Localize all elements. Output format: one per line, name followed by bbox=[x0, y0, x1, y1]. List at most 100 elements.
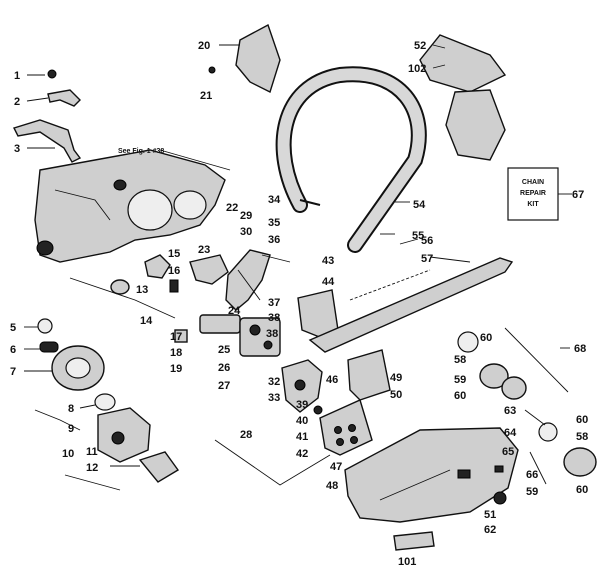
leader-28 bbox=[214, 439, 331, 486]
ref-25: 25 bbox=[218, 344, 230, 356]
ref-40: 40 bbox=[296, 415, 308, 427]
ref-6: 6 bbox=[10, 344, 16, 356]
ref-62: 62 bbox=[484, 524, 496, 536]
ref-30: 30 bbox=[240, 226, 252, 238]
ref-43: 43 bbox=[322, 255, 334, 267]
ref-38b: 38 bbox=[268, 312, 280, 324]
ref-1: 1 bbox=[14, 70, 20, 82]
ref-17: 17 bbox=[170, 331, 182, 343]
sprocket-cover-48 bbox=[344, 427, 519, 523]
ref-18: 18 bbox=[170, 347, 182, 359]
ref-12: 12 bbox=[86, 462, 98, 474]
ref-55: 55 bbox=[412, 230, 424, 242]
ref-38a: 38 bbox=[266, 328, 278, 340]
part-14-rod bbox=[69, 277, 176, 319]
ref-66: 66 bbox=[526, 469, 538, 481]
chain-56 bbox=[349, 269, 431, 301]
ref-10: 10 bbox=[62, 448, 74, 460]
carb-body bbox=[174, 314, 281, 357]
ref-42: 42 bbox=[296, 448, 308, 460]
ref-102: 102 bbox=[408, 63, 426, 75]
ref-58b: 58 bbox=[576, 431, 588, 443]
ref-60c: 60 bbox=[576, 414, 588, 426]
reference-numbers: 1 2 3 See Fig. 1 #38 20 21 52 102 34 22 … bbox=[10, 40, 588, 568]
ref-16: 16 bbox=[168, 265, 180, 277]
ref-51: 51 bbox=[484, 509, 496, 521]
ref-36: 36 bbox=[268, 234, 280, 246]
kit-line1: CHAIN bbox=[522, 179, 544, 186]
ref-52: 52 bbox=[414, 40, 426, 52]
ref-46: 46 bbox=[326, 374, 338, 386]
ref-59b: 59 bbox=[526, 486, 538, 498]
carb-linkage bbox=[225, 249, 291, 311]
screw-21 bbox=[208, 66, 216, 74]
engine-housing bbox=[34, 149, 231, 263]
part-101 bbox=[393, 531, 435, 551]
kit-line3: KIT bbox=[527, 201, 539, 208]
ref-8: 8 bbox=[68, 403, 74, 415]
ref-60d: 60 bbox=[576, 484, 588, 496]
ref-11: 11 bbox=[86, 446, 98, 458]
ref-67: 67 bbox=[572, 189, 584, 201]
ref-19: 19 bbox=[170, 363, 182, 375]
ref-65: 65 bbox=[502, 446, 514, 458]
ref-35: 35 bbox=[268, 217, 280, 229]
parts-15-16 bbox=[144, 254, 179, 293]
ref-9: 9 bbox=[68, 423, 74, 435]
ref-48: 48 bbox=[326, 480, 338, 492]
kit-line2: REPAIR bbox=[520, 190, 546, 197]
handle-bar-54 bbox=[275, 66, 427, 253]
ref-27: 27 bbox=[218, 380, 230, 392]
sprocket-parts bbox=[457, 327, 597, 505]
part-23 bbox=[189, 254, 229, 285]
ref-34: 34 bbox=[268, 194, 281, 206]
ref-59a: 59 bbox=[454, 374, 466, 386]
guide-bar-57 bbox=[308, 257, 514, 353]
ref-5: 5 bbox=[10, 322, 16, 334]
clutch-assembly bbox=[34, 318, 180, 491]
ref-22: 22 bbox=[226, 202, 238, 214]
ref-3: 3 bbox=[14, 143, 20, 155]
ref-101: 101 bbox=[398, 556, 416, 568]
ref-56: 56 bbox=[421, 235, 433, 247]
ref-54: 54 bbox=[413, 199, 426, 211]
ref-49: 49 bbox=[390, 372, 402, 384]
ref-39: 39 bbox=[296, 399, 308, 411]
ref-60b: 60 bbox=[454, 390, 466, 402]
oil-pump bbox=[281, 359, 323, 415]
ref-47: 47 bbox=[330, 461, 342, 473]
chain-repair-kit: CHAIN REPAIR KIT bbox=[507, 167, 572, 221]
plate-49 bbox=[347, 349, 391, 401]
ref-41: 41 bbox=[296, 431, 308, 443]
ref-13: 13 bbox=[136, 284, 148, 296]
see-fig-note: See Fig. 1 #38 bbox=[118, 148, 164, 155]
ref-15: 15 bbox=[168, 248, 180, 260]
ref-20: 20 bbox=[198, 40, 210, 52]
ref-21: 21 bbox=[200, 90, 212, 102]
ref-44: 44 bbox=[322, 276, 335, 288]
lever-parts bbox=[13, 69, 82, 163]
ref-58a: 58 bbox=[454, 354, 466, 366]
ref-64: 64 bbox=[504, 427, 517, 439]
bracket-20 bbox=[235, 23, 281, 93]
ref-29: 29 bbox=[240, 210, 252, 222]
ref-14: 14 bbox=[140, 315, 153, 327]
ref-37: 37 bbox=[268, 297, 280, 309]
ref-50: 50 bbox=[390, 389, 402, 401]
ref-7: 7 bbox=[10, 366, 16, 378]
ref-28: 28 bbox=[240, 429, 252, 441]
ref-32: 32 bbox=[268, 376, 280, 388]
ref-63: 63 bbox=[504, 405, 516, 417]
ref-68: 68 bbox=[574, 343, 586, 355]
ref-60a: 60 bbox=[480, 332, 492, 344]
ref-2: 2 bbox=[14, 96, 20, 108]
leader-lines bbox=[24, 44, 570, 467]
ref-33: 33 bbox=[268, 392, 280, 404]
part-13 bbox=[110, 279, 130, 295]
plate-47 bbox=[319, 399, 373, 456]
ref-23: 23 bbox=[198, 244, 210, 256]
housing-52 bbox=[419, 34, 507, 161]
ref-57: 57 bbox=[421, 253, 433, 265]
